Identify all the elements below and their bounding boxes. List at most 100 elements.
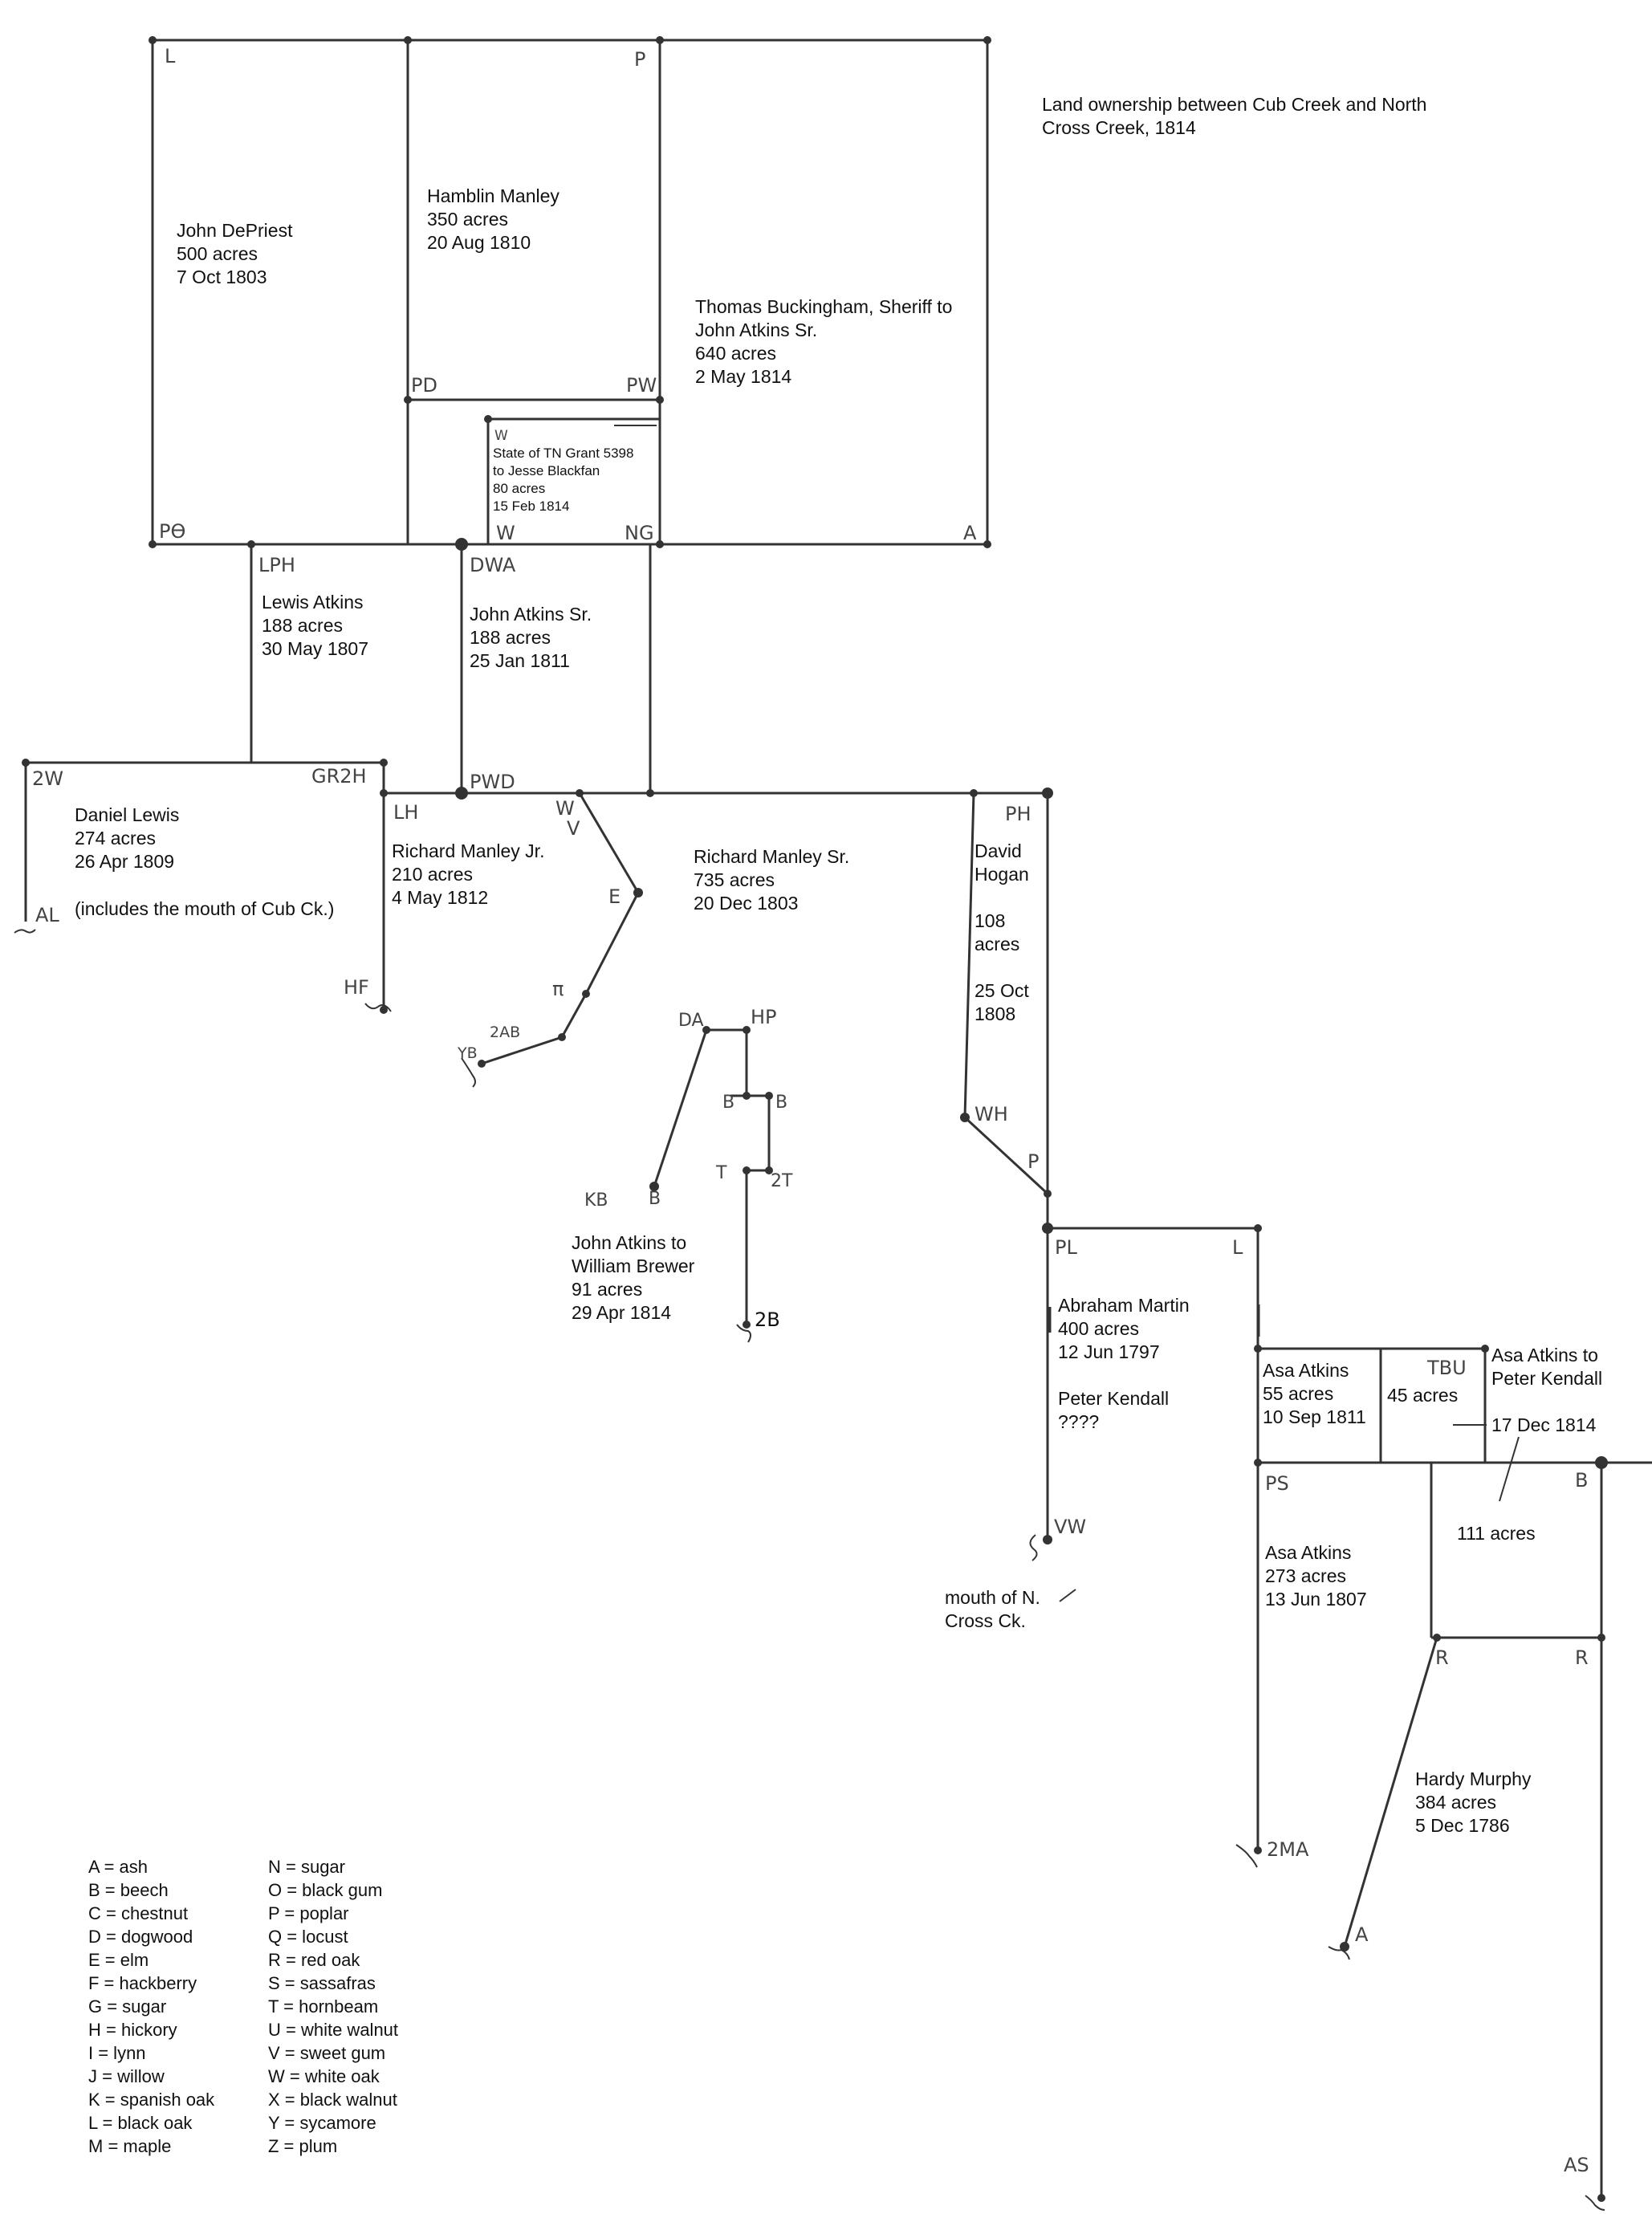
svg-text:5 Dec 1786: 5 Dec 1786 <box>1415 1815 1510 1836</box>
legend-entry: O = black gum <box>268 1880 382 1900</box>
svg-text:500 acres: 500 acres <box>177 243 258 264</box>
legend-entry: K = spanish oak <box>88 2090 215 2110</box>
parcel-daniel-lewis: Daniel Lewis 274 acres 26 Apr 1809 (incl… <box>75 804 334 919</box>
corner-label: DWA <box>470 554 516 576</box>
legend-entry: E = elm <box>88 1950 149 1970</box>
svg-text:273 acres: 273 acres <box>1265 1565 1346 1586</box>
svg-text:26 Apr 1809: 26 Apr 1809 <box>75 851 174 872</box>
svg-text:2 May 1814: 2 May 1814 <box>695 366 791 387</box>
corner-label: W <box>555 797 575 820</box>
svg-text:350 acres: 350 acres <box>427 209 508 230</box>
svg-text:210 acres: 210 acres <box>392 864 473 885</box>
corner-label: L <box>1232 1236 1243 1259</box>
svg-text:William Brewer: William Brewer <box>572 1256 695 1276</box>
corner-label: VW <box>1054 1516 1086 1538</box>
legend-entry: P = poplar <box>268 1903 349 1923</box>
legend-entry: W = white oak <box>268 2066 380 2086</box>
parcel-depriest: John DePriest 500 acres 7 Oct 1803 <box>177 220 293 287</box>
legend-entry: S = sassafras <box>268 1973 376 1993</box>
parcel-hardy-murphy: Hardy Murphy 384 acres 5 Dec 1786 <box>1415 1768 1532 1836</box>
parcel-hamblin-manley: Hamblin Manley 350 acres 20 Aug 1810 <box>427 185 559 253</box>
corner-label: B <box>649 1189 661 1209</box>
corner-label: P <box>1027 1150 1039 1173</box>
parcel-richard-manley-jr: Richard Manley Jr. 210 acres 4 May 1812 <box>392 840 544 908</box>
corner-label: R <box>1575 1646 1589 1669</box>
parcel-abraham-martin: Abraham Martin 400 acres 12 Jun 1797 Pet… <box>1058 1295 1190 1432</box>
corner-label: L <box>165 45 176 67</box>
svg-text:188 acres: 188 acres <box>262 615 343 636</box>
corner-dots <box>22 36 1608 2202</box>
svg-text:384 acres: 384 acres <box>1415 1792 1496 1813</box>
svg-text:25 Oct: 25 Oct <box>975 980 1029 1001</box>
title-line: Land ownership between Cub Creek and Nor… <box>1042 94 1426 115</box>
legend-entry: B = beech <box>88 1880 169 1900</box>
svg-text:Asa Atkins to: Asa Atkins to <box>1491 1345 1598 1365</box>
svg-text:12 Jun 1797: 12 Jun 1797 <box>1058 1341 1160 1362</box>
legend-entry: H = hickory <box>88 2020 177 2040</box>
corner-label: 2W <box>32 767 63 790</box>
legend-entry: G = sugar <box>88 1996 166 2017</box>
svg-text:15 Feb 1814: 15 Feb 1814 <box>493 499 569 514</box>
svg-text:108: 108 <box>975 910 1005 931</box>
svg-text:John Atkins Sr.: John Atkins Sr. <box>695 319 817 340</box>
svg-text:735 acres: 735 acres <box>694 869 775 890</box>
parcel-blackfan: State of TN Grant 5398 to Jesse Blackfan… <box>493 446 633 514</box>
title-line: Cross Creek, 1814 <box>1042 117 1196 138</box>
svg-text:188 acres: 188 acres <box>470 627 551 648</box>
legend-entry: U = white walnut <box>268 2020 398 2040</box>
parcel-111-acres: 111 acres <box>1457 1523 1536 1544</box>
legend-entry: Y = sycamore <box>268 2113 376 2133</box>
cub-mouth-note: (includes the mouth of Cub Ck.) <box>75 898 334 919</box>
corner-label: GR2H <box>311 765 367 788</box>
corner-label: PW <box>626 374 657 397</box>
corner-label: B <box>1575 1469 1588 1492</box>
legend-entry: D = dogwood <box>88 1927 193 1947</box>
corner-label: E <box>608 885 621 908</box>
legend-entry: M = maple <box>88 2136 171 2156</box>
parcel-lewis-atkins: Lewis Atkins 188 acres 30 May 1807 <box>262 592 368 659</box>
svg-text:Hamblin Manley: Hamblin Manley <box>427 185 559 206</box>
map-title: Land ownership between Cub Creek and Nor… <box>1042 94 1426 138</box>
parcel-buckingham: Thomas Buckingham, Sheriff to John Atkin… <box>695 296 952 387</box>
svg-text:????: ???? <box>1058 1411 1099 1432</box>
svg-text:Thomas Buckingham, Sheriff to: Thomas Buckingham, Sheriff to <box>695 296 952 317</box>
svg-text:Lewis Atkins: Lewis Atkins <box>262 592 364 613</box>
corner-label: π <box>552 978 564 1000</box>
svg-text:10 Sep 1811: 10 Sep 1811 <box>1263 1406 1366 1427</box>
svg-text:John DePriest: John DePriest <box>177 220 293 241</box>
corner-label: 2MA <box>1267 1838 1309 1861</box>
corner-label: A <box>1355 1923 1369 1946</box>
legend-entry: A = ash <box>88 1857 148 1877</box>
legend-entry: R = red oak <box>268 1950 360 1970</box>
svg-text:State of TN Grant 5398: State of TN Grant 5398 <box>493 446 633 461</box>
svg-text:to Jesse Blackfan: to Jesse Blackfan <box>493 463 600 478</box>
corner-label: LH <box>393 801 418 824</box>
svg-text:Peter Kendall: Peter Kendall <box>1058 1388 1169 1409</box>
corner-label: HP <box>751 1006 777 1028</box>
corner-label: 2B <box>755 1308 780 1331</box>
svg-text:Hardy Murphy: Hardy Murphy <box>1415 1768 1532 1789</box>
svg-text:13 Jun 1807: 13 Jun 1807 <box>1265 1589 1367 1610</box>
legend-entry: L = black oak <box>88 2113 193 2133</box>
svg-text:David: David <box>975 840 1022 861</box>
svg-text:29 Apr 1814: 29 Apr 1814 <box>572 1302 671 1323</box>
svg-text:274 acres: 274 acres <box>75 828 156 849</box>
corner-label: PD <box>411 374 437 397</box>
legend-entry: Z = plum <box>268 2136 337 2156</box>
legend-entry: F = hackberry <box>88 1973 197 1993</box>
svg-text:400 acres: 400 acres <box>1058 1318 1139 1339</box>
corner-label: V <box>567 817 580 840</box>
corner-label: KB <box>584 1190 608 1211</box>
corner-label: B <box>775 1093 787 1113</box>
svg-text:25 Jan 1811: 25 Jan 1811 <box>470 650 570 671</box>
corner-label: P <box>634 48 645 71</box>
corner-label: HF <box>344 976 369 999</box>
svg-text:Asa Atkins: Asa Atkins <box>1265 1542 1351 1563</box>
parcel-john-atkins-sr: John Atkins Sr. 188 acres 25 Jan 1811 <box>470 604 592 671</box>
svg-text:80 acres: 80 acres <box>493 481 545 496</box>
corner-label: YB <box>457 1044 478 1062</box>
svg-text:17 Dec 1814: 17 Dec 1814 <box>1491 1414 1597 1435</box>
svg-text:640 acres: 640 acres <box>695 343 776 364</box>
